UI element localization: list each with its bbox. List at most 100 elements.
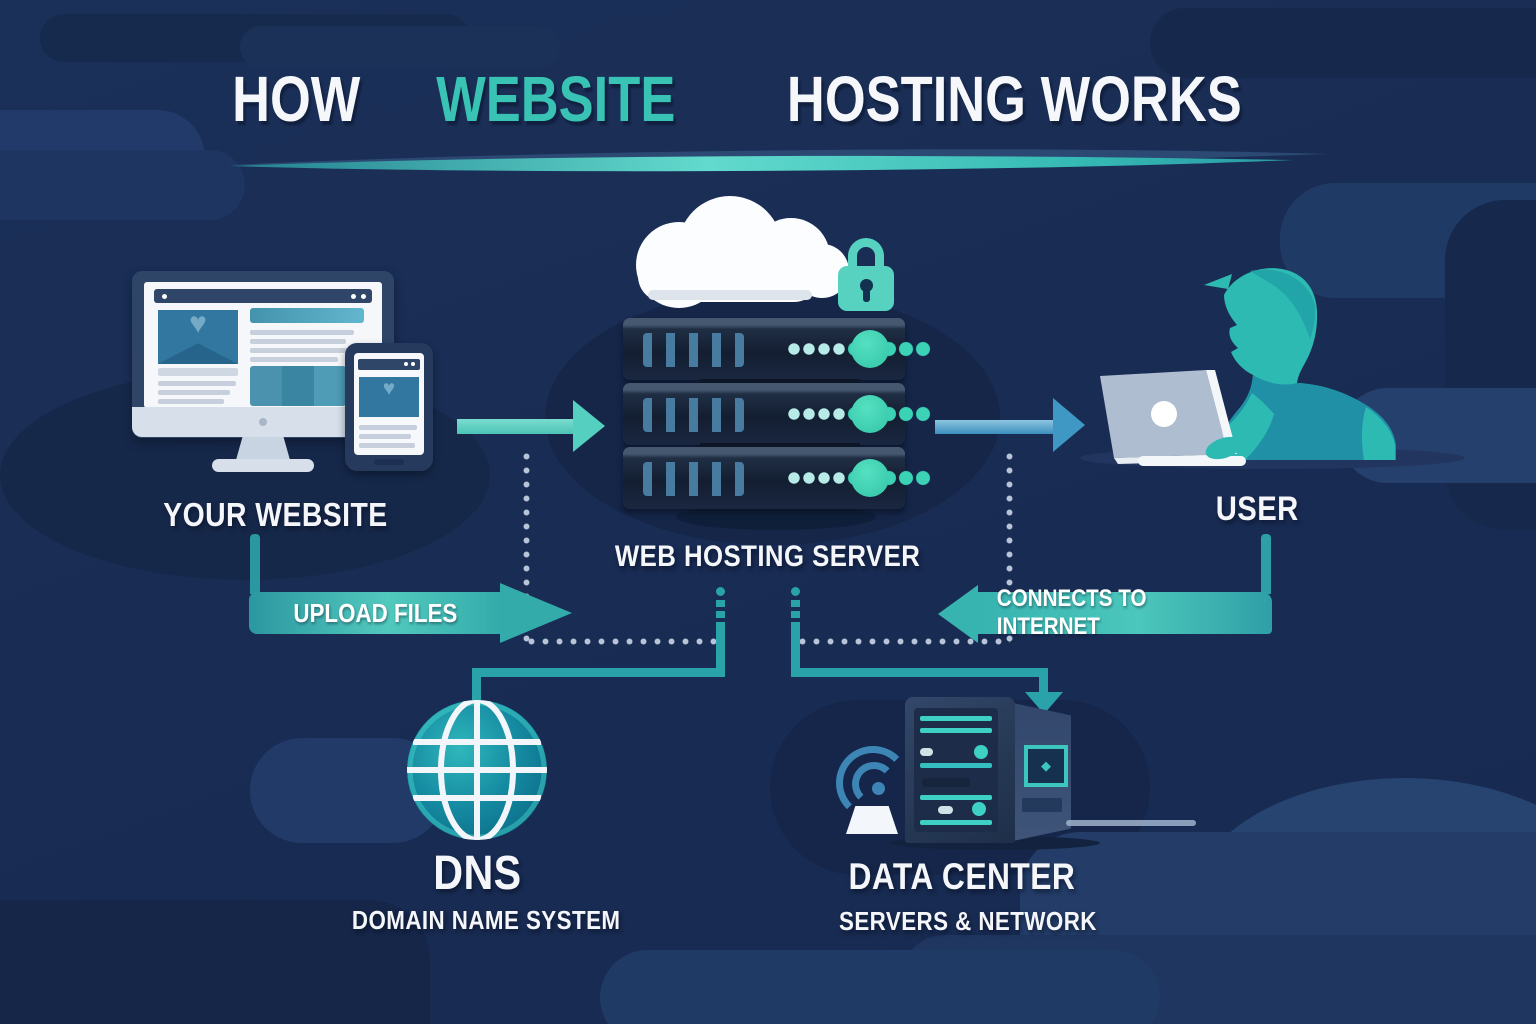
bg-shape (0, 900, 430, 1024)
upload-files-banner: UPLOAD FILES (249, 592, 501, 634)
server-unit (623, 447, 932, 509)
antenna-base (846, 806, 898, 834)
mountain-shape (158, 343, 238, 364)
bg-shape (0, 150, 245, 220)
tower-line (920, 763, 992, 768)
pipe-horizontal (472, 668, 725, 677)
dotted-connector-horizontal (527, 638, 719, 645)
user-label: USER (1216, 490, 1299, 528)
keyhole-stem (863, 289, 870, 302)
connect-stub (1261, 534, 1271, 594)
tower-line (920, 716, 992, 721)
dns-sublabel: DOMAIN NAME SYSTEM (351, 905, 621, 935)
tablet-browser-bar (358, 359, 420, 370)
tower-dot (974, 745, 988, 759)
connects-to-internet-banner: CONNECTS TO INTERNET (976, 585, 1272, 640)
browser-dot (361, 294, 366, 299)
pipe-dash (791, 611, 800, 618)
heart-icon: ♥ (189, 310, 207, 340)
tower-line (920, 820, 992, 825)
browser-dot (404, 362, 408, 366)
upload-stub (250, 534, 260, 594)
caption-bar (158, 368, 238, 376)
led-row-light (787, 407, 845, 421)
browser-dot (351, 294, 356, 299)
side-screen-glyph: ◆ (1041, 758, 1051, 773)
pipe-dot (716, 587, 725, 596)
text-line (250, 339, 346, 344)
monitor-stand-base (212, 459, 314, 472)
led-row-light (787, 471, 845, 485)
ground-streak (1066, 820, 1196, 826)
server-unit (623, 383, 932, 445)
web-hosting-server-label: WEB HOSTING SERVER (614, 540, 921, 573)
tower-slot (922, 778, 970, 787)
tablet-hero-image: ♥ (359, 377, 419, 417)
title-word-hosting-works: HOSTING WORKS (787, 63, 1242, 135)
strip-block (282, 366, 314, 406)
text-line (359, 425, 417, 430)
dotted-connector-vertical (523, 452, 530, 644)
browser-dot (411, 362, 415, 366)
connect-arrow-head (938, 585, 978, 643)
pipe-dot (791, 587, 800, 596)
slab-joint (700, 379, 860, 385)
side-screen: ◆ (1024, 745, 1068, 787)
pipe-dash (791, 600, 800, 607)
pipe-vertical (716, 622, 725, 677)
power-light (851, 330, 889, 368)
text-line (250, 357, 338, 362)
pipe-dash (716, 611, 725, 618)
text-line (250, 330, 354, 335)
dns-label: DNS (433, 847, 522, 900)
upload-arrow-head (500, 583, 572, 643)
dotted-connector-horizontal (798, 638, 1010, 645)
strip-block (250, 366, 282, 406)
chin-dot (259, 418, 267, 426)
tablet-home-slot (374, 459, 404, 465)
padlock-shackle (848, 238, 884, 272)
side-slot (1022, 798, 1062, 812)
tower-pill (938, 806, 953, 814)
tower-pill (920, 748, 933, 756)
bg-shape (1150, 8, 1536, 78)
data-center-sublabel: SERVERS & NETWORK (838, 906, 1097, 936)
strip-block (314, 366, 346, 406)
laptop-icon (1100, 370, 1246, 466)
text-line (158, 399, 224, 404)
page-title: HOW WEBSITE HOSTING WORKS (0, 63, 1510, 135)
arrow-right-icon (935, 420, 1055, 434)
hero-image: ♥ (158, 310, 238, 364)
bg-shape (240, 26, 560, 68)
heart-icon: ♥ (382, 377, 396, 400)
text-line (359, 434, 411, 439)
image-strip (250, 366, 346, 406)
text-line (250, 348, 350, 353)
bg-shape (600, 950, 1160, 1024)
server-unit (623, 318, 932, 380)
monitor-stand-neck (236, 437, 290, 460)
slab-joint (700, 443, 860, 449)
your-website-label: YOUR WEBSITE (162, 496, 388, 533)
browser-bar (154, 289, 372, 303)
pipe-vertical (1039, 668, 1048, 694)
dotted-connector-vertical (1006, 452, 1013, 644)
text-line (359, 443, 415, 448)
globe-icon (407, 700, 547, 840)
power-light (851, 459, 889, 497)
tower-line (920, 728, 992, 733)
cloud-shadow (648, 290, 812, 300)
vent-slots (643, 398, 744, 432)
arrow-right-icon (457, 419, 575, 434)
pipe-vertical (472, 668, 481, 706)
vent-slots (643, 333, 744, 367)
keyhole (860, 279, 873, 292)
tower-front-panel (914, 708, 998, 832)
text-line (158, 381, 236, 386)
data-center-label: DATA CENTER (848, 856, 1076, 897)
headline-bar (250, 308, 364, 323)
power-light (851, 395, 889, 433)
tower-dot (972, 802, 986, 816)
wifi-arc (836, 746, 910, 820)
